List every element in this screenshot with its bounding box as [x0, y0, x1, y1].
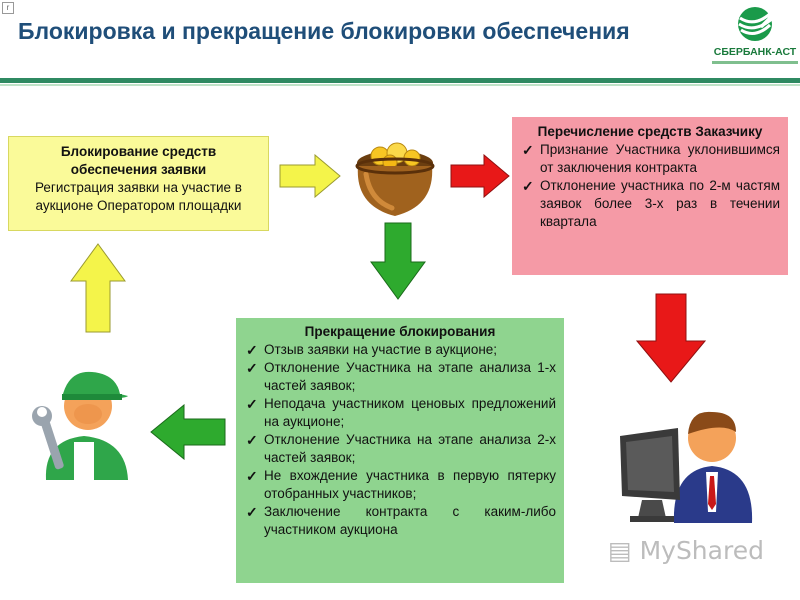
header-divider-light: [0, 84, 800, 86]
transfer-box: Перечисление средств Заказчику ✓Признани…: [512, 117, 788, 275]
arrow-left-green-icon: [150, 404, 226, 460]
gold-pot-icon: [355, 142, 435, 216]
termination-item: ✓Неподача участником ценовых предложений…: [246, 396, 556, 429]
termination-item: ✓Не вхождение участника в первую пятерку…: [246, 468, 556, 501]
presentation-icon: ▤: [608, 536, 632, 565]
checkmark-icon: ✓: [246, 342, 258, 358]
termination-box: Прекращение блокирования ✓Отзыв заявки н…: [236, 318, 564, 583]
transfer-item: ✓Отклонение участника по 2-м частям заяв…: [522, 178, 780, 229]
arrow-up-yellow-icon: [70, 243, 126, 333]
blocking-heading: Блокирование средств обеспечения заявки: [60, 144, 217, 177]
arrow-down-red-icon: [636, 293, 706, 383]
termination-item: ✓Отклонение Участника на этапе анализа 2…: [246, 432, 556, 465]
termination-item: ✓Отзыв заявки на участие в аукционе;: [246, 342, 498, 358]
transfer-heading: Перечисление средств Заказчику: [537, 124, 763, 139]
corner-marker: r: [2, 2, 14, 14]
checkmark-icon: ✓: [522, 178, 534, 194]
blocking-text: Регистрация заявки на участие в аукционе…: [35, 180, 242, 213]
termination-heading: Прекращение блокирования: [304, 324, 496, 339]
person-at-computer-icon: [620, 411, 753, 523]
sberbank-logo-icon: [738, 7, 775, 41]
termination-item: ✓Заключение контракта с каким-либо участ…: [246, 504, 556, 537]
logo-text: СБЕРБАНК-АСТ: [713, 46, 797, 58]
worker-with-wrench-icon: [32, 371, 128, 480]
page-title: Блокировка и прекращение блокировки обес…: [18, 18, 630, 44]
logo-underline: [712, 61, 798, 64]
checkmark-icon: ✓: [246, 396, 258, 412]
checkmark-icon: ✓: [246, 504, 258, 520]
arrow-down-green-icon: [370, 222, 426, 300]
checkmark-icon: ✓: [246, 360, 258, 376]
blocking-box: Блокирование средств обеспечения заявки …: [8, 136, 269, 231]
arrow-right-yellow-icon: [279, 154, 341, 198]
transfer-item: ✓Признание Участника уклонившимся от зак…: [522, 142, 780, 175]
watermark: ▤ MyShared: [608, 536, 764, 565]
header-divider: [0, 78, 800, 83]
watermark-text: MyShared: [639, 536, 764, 565]
checkmark-icon: ✓: [246, 468, 258, 484]
checkmark-icon: ✓: [246, 432, 258, 448]
termination-item: ✓Отклонение Участника на этапе анализа 1…: [246, 360, 556, 393]
checkmark-icon: ✓: [522, 142, 534, 158]
arrow-right-red-icon: [450, 154, 510, 198]
